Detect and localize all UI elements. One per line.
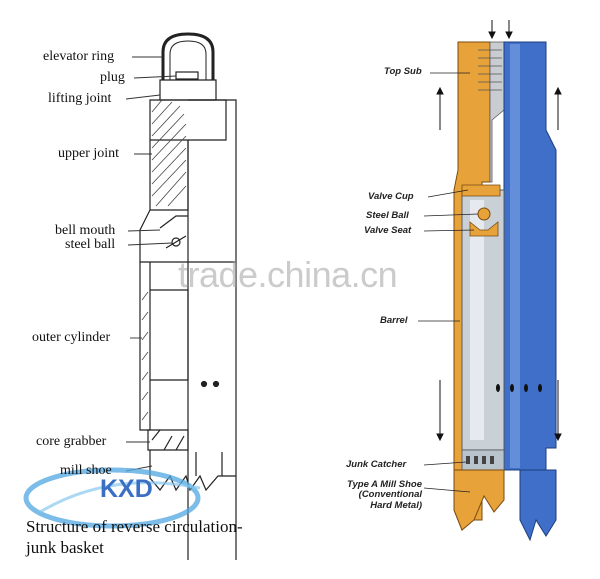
label-outer-cylinder: outer cylinder [32,330,111,345]
label-plug: plug [100,70,125,85]
valve-cup [461,184,501,197]
mill-shoe-left [453,469,505,531]
label-lifting-joint: lifting joint [48,91,112,106]
outer-cylinder [139,262,151,431]
elevator-ring [161,32,215,80]
watermark-text: trade.china.cn [178,254,398,295]
valve-seat [469,221,499,237]
plug [175,71,199,80]
core-grabber [147,429,189,451]
kxd-logo: KXD [100,475,153,503]
label-barrel: Barrel [380,315,408,326]
label-mill-shoe: mill shoe [60,463,112,478]
valve-steel-ball [477,207,491,221]
right-junk-basket-drawing [418,20,562,542]
label-valve-steel-ball: Steel Ball [366,210,409,221]
mill-shoe-line-1: Type A Mill Shoe [347,479,422,490]
label-type-a-mill-shoe: Type A Mill Shoe (Conventional Hard Meta… [330,479,422,511]
mill-shoe-line-2: (Conventional [358,489,422,501]
caption-line-2: junk basket [26,538,104,557]
left-junk-basket-drawing [125,32,237,560]
mill-shoe [149,450,236,492]
diagram-caption: Structure of reverse circulation- junk b… [26,516,243,558]
label-elevator-ring: elevator ring [43,49,115,64]
caption-line-1: Structure of reverse circulation- [26,517,243,536]
mill-shoe-line-3: Hard Metal) [370,499,422,511]
kxd-logo-swoosh [23,467,201,529]
label-bell-mouth: bell mouth [55,223,116,238]
upper-joint [149,140,189,211]
label-upper-joint: upper joint [58,146,120,161]
label-junk-catcher: Junk Catcher [346,459,407,470]
label-valve-cup: Valve Cup [368,191,414,202]
label-core-grabber: core grabber [36,434,107,449]
label-steel-ball: steel ball [65,237,116,252]
label-valve-seat: Valve Seat [364,225,412,236]
label-top-sub: Top Sub [384,66,422,77]
mill-shoe-right [519,469,557,542]
